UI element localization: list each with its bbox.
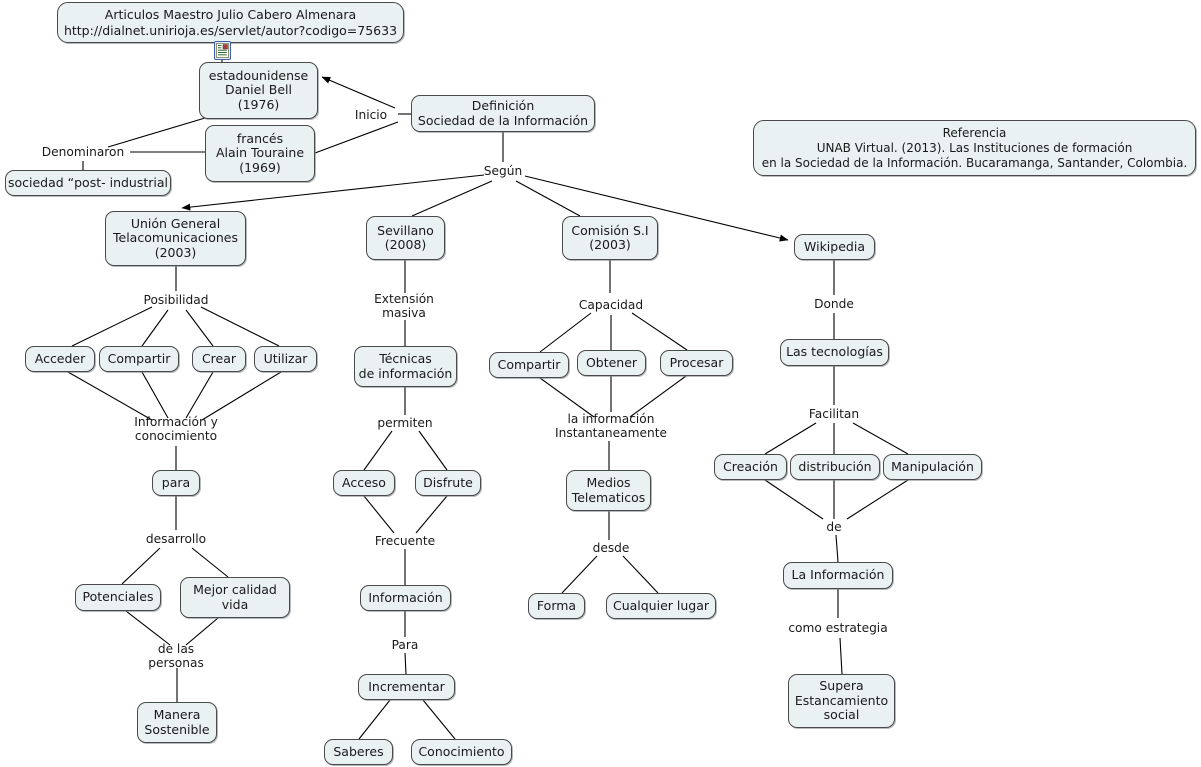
link-label-donde[interactable]: Donde: [814, 297, 854, 311]
edge-potenciales-to-delaspersonas: [125, 610, 171, 646]
edge-disfrute-to-frecuente: [415, 495, 448, 534]
edge-permiten-to-acceso: [363, 430, 393, 471]
concept-node-distribucion[interactable]: distribución: [790, 454, 880, 480]
concept-node-cualquier[interactable]: Cualquier lugar: [606, 593, 716, 619]
edge-posibilidad-to-utilizar: [200, 306, 280, 347]
link-label-permiten[interactable]: permiten: [377, 416, 433, 430]
edge-acceso-to-frecuente: [363, 495, 395, 534]
concept-node-acceder[interactable]: Acceder: [25, 346, 95, 372]
edge-bell-to-inicio: [321, 76, 396, 109]
edge-incrementar-to-conocimiento: [422, 699, 456, 740]
link-label-lainfoinst[interactable]: la información Instantaneamente: [555, 412, 667, 440]
concept-node-informacion2[interactable]: Información: [360, 585, 451, 611]
concept-node-conocimiento[interactable]: Conocimiento: [411, 739, 512, 765]
edge-parados-to-incrementar: [404, 652, 407, 675]
concept-node-comision[interactable]: Comisión S.I (2003): [562, 216, 658, 260]
concept-node-incrementar[interactable]: Incrementar: [358, 674, 455, 700]
concept-node-manipulacion[interactable]: Manipulación: [883, 454, 982, 480]
concept-node-wikipedia[interactable]: Wikipedia: [794, 234, 875, 260]
edge-facilitan-to-creacion: [764, 422, 817, 455]
link-label-frecuente[interactable]: Frecuente: [374, 534, 436, 548]
document-annotation-icon[interactable]: [214, 41, 231, 60]
edge-touraine-to-inicio: [314, 121, 399, 154]
concept-node-crear[interactable]: Crear: [192, 346, 246, 372]
edge-segun-to-comision: [515, 180, 581, 217]
edge-capacidad-to-compartir2: [539, 312, 592, 353]
link-label-delaspersonas[interactable]: de las personas: [148, 642, 204, 670]
concept-node-mejorcalidad[interactable]: Mejor calidad vida: [180, 577, 290, 618]
concept-node-utilizar[interactable]: Utilizar: [254, 346, 317, 372]
link-label-extension[interactable]: Extensión masiva: [374, 292, 434, 320]
edge-manipulacion-to-de: [846, 479, 909, 520]
link-label-desde[interactable]: desde: [592, 541, 630, 555]
concept-node-creacion[interactable]: Creación: [714, 454, 787, 480]
concept-node-potenciales[interactable]: Potenciales: [75, 584, 161, 611]
concept-node-compartir1[interactable]: Compartir: [99, 346, 179, 372]
edge-facilitan-to-manipulacion: [852, 422, 909, 455]
concept-node-saberes[interactable]: Saberes: [324, 739, 393, 765]
concept-node-medios[interactable]: Medios Telematicos: [566, 470, 651, 511]
concept-node-title[interactable]: Articulos Maestro Julio Cabero Almenara …: [57, 2, 404, 43]
concept-node-lainformacion[interactable]: La Información: [783, 562, 893, 589]
concept-node-union[interactable]: Unión General Telacomunicaciones (2003): [105, 211, 246, 266]
concept-node-compartir2[interactable]: Compartir: [489, 352, 569, 378]
concept-node-definicion[interactable]: Definición Sociedad de la Información: [411, 95, 595, 132]
edge-creacion-to-de: [764, 479, 824, 520]
edge-capacidad-to-procesar: [631, 312, 688, 351]
link-label-inicio[interactable]: Inicio: [354, 108, 388, 122]
concept-node-referencia[interactable]: Referencia UNAB Virtual. (2013). Las Ins…: [753, 120, 1196, 176]
edge-procesar-to-lainfoinst: [629, 375, 687, 418]
concept-node-touraine[interactable]: francés Alain Touraine (1969): [205, 125, 315, 182]
concept-node-supera[interactable]: Supera Estancamiento social: [788, 674, 895, 728]
concept-node-procesar[interactable]: Procesar: [660, 350, 733, 376]
concept-node-disfrute[interactable]: Disfrute: [415, 470, 481, 496]
edge-posibilidad-to-acceder: [71, 306, 153, 347]
concept-node-acceso[interactable]: Acceso: [333, 470, 395, 496]
edge-crear-to-infoyconoc: [185, 371, 214, 419]
edge-desarrollo-to-mejorcalidad: [191, 547, 229, 578]
edge-segun-to-sevillano: [411, 180, 493, 217]
edge-acceder-to-infoyconoc: [67, 371, 153, 421]
edge-desde-to-forma: [561, 555, 598, 594]
edge-incrementar-to-saberes: [358, 699, 391, 740]
edge-utilizar-to-infoyconoc: [201, 371, 282, 421]
edge-compartir1-to-infoyconoc: [141, 371, 169, 419]
concept-node-forma[interactable]: Forma: [528, 593, 585, 619]
edge-posibilidad-to-compartir1: [141, 309, 169, 347]
edge-mejorcalidad-to-delaspersonas: [185, 617, 219, 646]
link-label-capacidad[interactable]: Capacidad: [578, 298, 644, 312]
link-label-comoestrategia[interactable]: como estrategia: [788, 621, 888, 635]
concept-node-sevillano[interactable]: Sevillano (2008): [366, 216, 445, 260]
edge-de-to-lainformacion: [835, 534, 839, 563]
edge-comoestrategia-to-supera: [839, 637, 843, 675]
link-label-facilitan[interactable]: Facilitan: [808, 407, 860, 421]
link-label-parados[interactable]: Para: [391, 638, 419, 652]
edge-posibilidad-to-crear: [185, 309, 214, 347]
concept-node-tecnologias[interactable]: Las tecnologías: [780, 339, 889, 366]
link-label-segun[interactable]: Según: [483, 164, 523, 178]
edge-desde-to-cualquier: [622, 555, 659, 594]
concept-node-bell[interactable]: estadounidense Daniel Bell (1976): [199, 62, 318, 119]
concept-node-tecnicas[interactable]: Técnicas de información: [354, 346, 457, 387]
edge-permiten-to-disfrute: [418, 430, 448, 471]
link-label-desarrollo[interactable]: desarrollo: [145, 532, 207, 546]
edge-desarrollo-to-potenciales: [121, 547, 161, 585]
link-label-denominaron[interactable]: Denominaron: [41, 145, 125, 159]
link-label-infoyconoc[interactable]: Información y conocimiento: [134, 415, 218, 443]
concept-node-obtener[interactable]: Obtener: [577, 350, 646, 376]
link-label-de[interactable]: de: [826, 520, 842, 534]
link-label-posibilidad[interactable]: Posibilidad: [143, 293, 209, 307]
concept-node-para[interactable]: para: [152, 470, 200, 496]
concept-node-manera[interactable]: Manera Sostenible: [137, 702, 217, 743]
edge-denominaron-to-bell: [107, 117, 206, 148]
concept-node-postind[interactable]: sociedad “post- industrial: [5, 170, 171, 196]
